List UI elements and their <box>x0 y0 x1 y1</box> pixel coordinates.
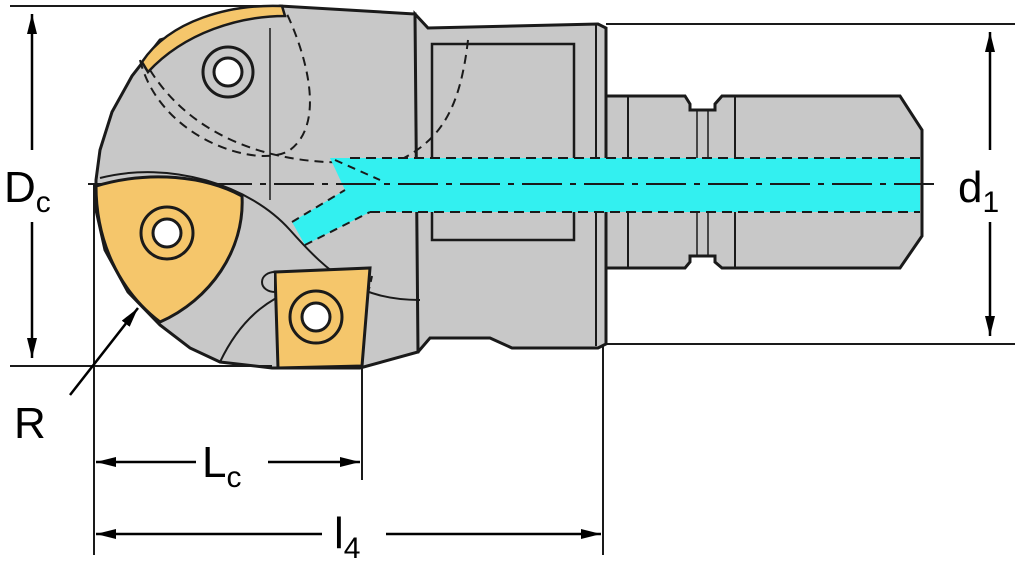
square-insert <box>260 266 372 370</box>
svg-text:d1: d1 <box>958 163 999 219</box>
lc-subscript: c <box>226 461 241 494</box>
dimension-l4: l4 <box>96 509 601 565</box>
trigon-insert <box>94 175 244 324</box>
coolant-channel <box>291 157 920 246</box>
svg-text:Lc: Lc <box>202 438 241 494</box>
svg-text:l4: l4 <box>334 509 360 565</box>
top-insert <box>140 4 287 99</box>
r-label: R <box>14 399 46 448</box>
l4-subscript: 4 <box>344 532 361 565</box>
dc-label: D <box>4 163 36 212</box>
dimension-dc: Dc <box>4 5 282 367</box>
l4-label: l <box>334 509 344 558</box>
dimension-lc: Lc <box>96 438 360 494</box>
dimension-d1: d1 <box>606 23 1015 345</box>
dimension-r: R <box>14 307 139 448</box>
d1-subscript: 1 <box>982 186 999 219</box>
lc-label: L <box>202 438 226 487</box>
d1-label: d <box>958 163 982 212</box>
dc-subscript: c <box>36 186 51 219</box>
svg-text:Dc: Dc <box>4 163 51 219</box>
